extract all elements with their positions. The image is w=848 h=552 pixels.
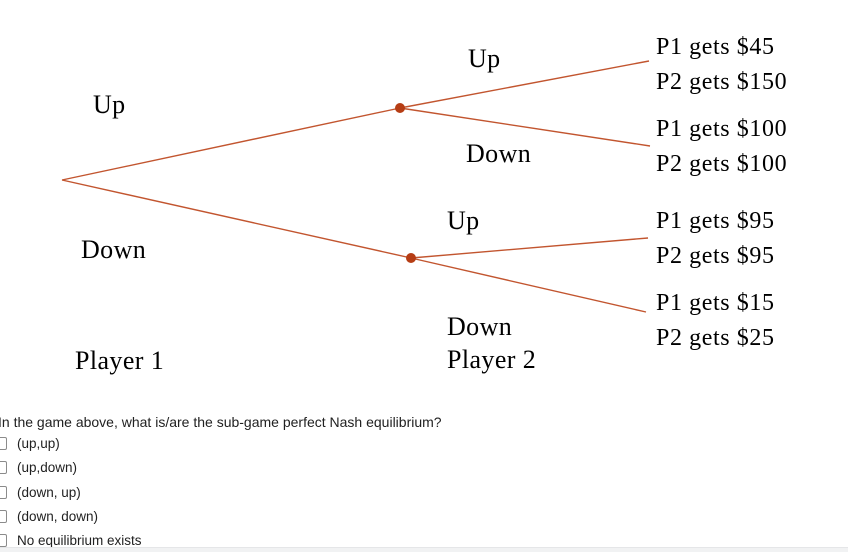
checkbox-up-down[interactable] — [0, 461, 7, 474]
player1-label: Player 1 — [75, 346, 165, 375]
payoff-p1-text: P1 gets $45 — [656, 34, 775, 60]
question-section: In the game above, what is/are the sub-g… — [0, 408, 848, 552]
branch-label-player1-up: Up — [93, 90, 126, 119]
option-label-down-down: (down, down) — [17, 509, 99, 524]
payoff-group-up-down: P1 gets $100 P2 gets $100 — [656, 112, 787, 182]
branch-label-player1-down: Down — [81, 235, 147, 264]
edge-bottom-node-down — [410, 257, 647, 313]
tree-edges-svg — [61, 60, 651, 313]
option-row-up-down: (up,down) — [0, 460, 400, 477]
question-text: In the game above, what is/are the sub-g… — [0, 414, 442, 430]
option-label-down-up: (down, up) — [17, 485, 81, 500]
edge-root-to-bottom-node — [61, 179, 412, 259]
payoff-group-down-down: P1 gets $15 P2 gets $25 — [656, 286, 775, 356]
checkbox-down-down[interactable] — [0, 510, 7, 523]
bottom-panel-edge — [0, 547, 848, 552]
checkbox-down-up[interactable] — [0, 486, 7, 499]
edge-bottom-node-up — [410, 237, 649, 259]
payoff-p1-text: P1 gets $95 — [656, 208, 775, 234]
payoff-p2-text: P2 gets $100 — [656, 151, 788, 177]
branch-label-player2-bottom-up: Up — [447, 206, 480, 235]
game-tree-diagram: Up Down Player 1 Up Down Up Down Player … — [61, 30, 787, 375]
branch-label-player2-top-up: Up — [468, 44, 501, 73]
player2-label: Player 2 — [447, 345, 537, 374]
option-label-no-equilibrium: No equilibrium exists — [17, 533, 142, 548]
option-row-down-up: (down, up) — [0, 485, 400, 502]
option-row-down-down: (down, down) — [0, 509, 400, 526]
payoff-p2-text: P2 gets $95 — [656, 243, 775, 269]
payoff-group-down-up: P1 gets $95 P2 gets $95 — [656, 204, 775, 274]
decision-node-top — [395, 103, 405, 113]
option-row-up-up: (up,up) — [0, 436, 400, 453]
branch-label-player2-bottom-down: Down — [447, 312, 513, 341]
branch-label-player2-top-down: Down — [466, 139, 532, 168]
edge-top-node-up — [399, 60, 650, 109]
decision-node-bottom — [406, 253, 416, 263]
payoff-p1-text: P1 gets $100 — [656, 116, 788, 142]
payoff-p2-text: P2 gets $150 — [656, 69, 788, 95]
option-label-up-up: (up,up) — [17, 436, 60, 451]
payoff-p1-text: P1 gets $15 — [656, 290, 775, 316]
edge-top-node-down — [399, 107, 651, 147]
option-label-up-down: (up,down) — [17, 460, 78, 475]
option-row-no-equilibrium: No equilibrium exists — [0, 533, 400, 550]
payoff-p2-text: P2 gets $25 — [656, 325, 775, 351]
payoff-group-up-up: P1 gets $45 P2 gets $150 — [656, 30, 787, 100]
edge-root-to-top-node — [61, 107, 401, 181]
checkbox-no-equilibrium[interactable] — [0, 534, 7, 547]
checkbox-up-up[interactable] — [0, 437, 7, 450]
